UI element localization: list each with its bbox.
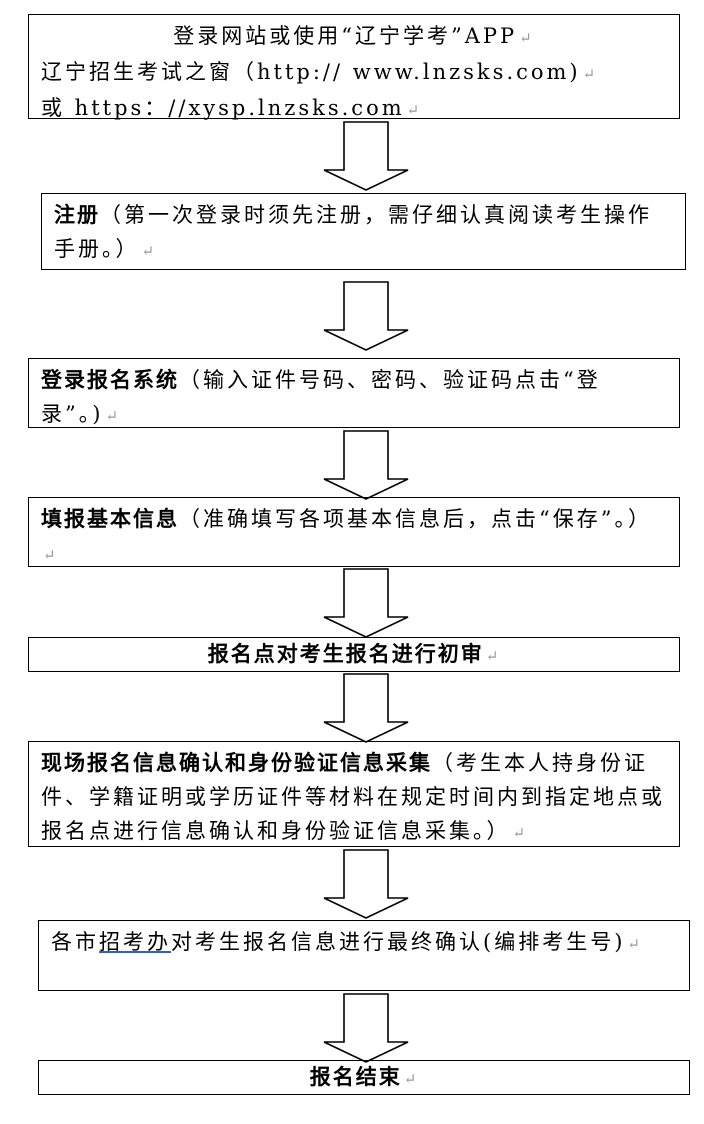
step-7-underlined: 招考办 (99, 930, 171, 954)
down-arrow-icon (323, 121, 409, 191)
step-7-final-confirmation: 各市招考办对考生报名信息进行最终确认(编排考生号) (38, 920, 690, 991)
step-6-title: 现场报名信息确认和身份验证信息采集 (41, 750, 432, 775)
step-4-title: 填报基本信息 (41, 506, 179, 531)
step-4-fill-info: 填报基本信息（准确填写各项基本信息后，点击“保存”。） (28, 497, 680, 567)
step-6-text: （考生本人持身份证件、学籍证明或学历证件等材料在规定时间内到指定地点或报名点进行… (41, 751, 665, 843)
step-7-prefix: 各市 (51, 930, 99, 954)
step-4-text: （准确填写各项基本信息后，点击“保存”。） (179, 507, 652, 531)
step-8-end: 报名结束 (38, 1060, 690, 1095)
step-7-text: 对考生报名信息进行最终确认(编排考生号) (171, 930, 626, 954)
step-1-line-2: 辽宁招生考试之窗（http:// www.lnzsks.com) (41, 55, 667, 91)
step-2-register: 注册（第一次登录时须先注册，需仔细认真阅读考生操作手册。） (41, 193, 686, 270)
down-arrow-icon (323, 430, 409, 500)
step-3-text: （输入证件号码、密码、验证码点击“登录”。) (41, 368, 601, 426)
step-2-text: （第一次登录时须先注册，需仔细认真阅读考生操作手册。） (54, 203, 652, 261)
step-5-initial-review: 报名点对考生报名进行初审 (28, 637, 680, 672)
step-1-line-1: 登录网站或使用“辽宁学考”APP (41, 19, 667, 55)
step-2-title: 注册 (54, 202, 100, 227)
step-6-onsite-confirmation: 现场报名信息确认和身份验证信息采集（考生本人持身份证件、学籍证明或学历证件等材料… (28, 741, 680, 847)
down-arrow-icon (323, 673, 409, 743)
down-arrow-icon (323, 849, 409, 919)
step-1-line-3: 或 https：//xysp.lnzsks.com (41, 91, 667, 127)
down-arrow-icon (323, 568, 409, 638)
step-5-text: 报名点对考生报名进行初审 (208, 641, 501, 666)
step-8-text: 报名结束 (310, 1064, 419, 1089)
step-3-title: 登录报名系统 (41, 367, 179, 392)
down-arrow-icon (323, 993, 409, 1063)
step-3-login-system: 登录报名系统（输入证件号码、密码、验证码点击“登录”。) (28, 358, 680, 428)
step-1-login-website: 登录网站或使用“辽宁学考”APP 辽宁招生考试之窗（http:// www.ln… (28, 14, 680, 120)
down-arrow-icon (323, 281, 409, 351)
